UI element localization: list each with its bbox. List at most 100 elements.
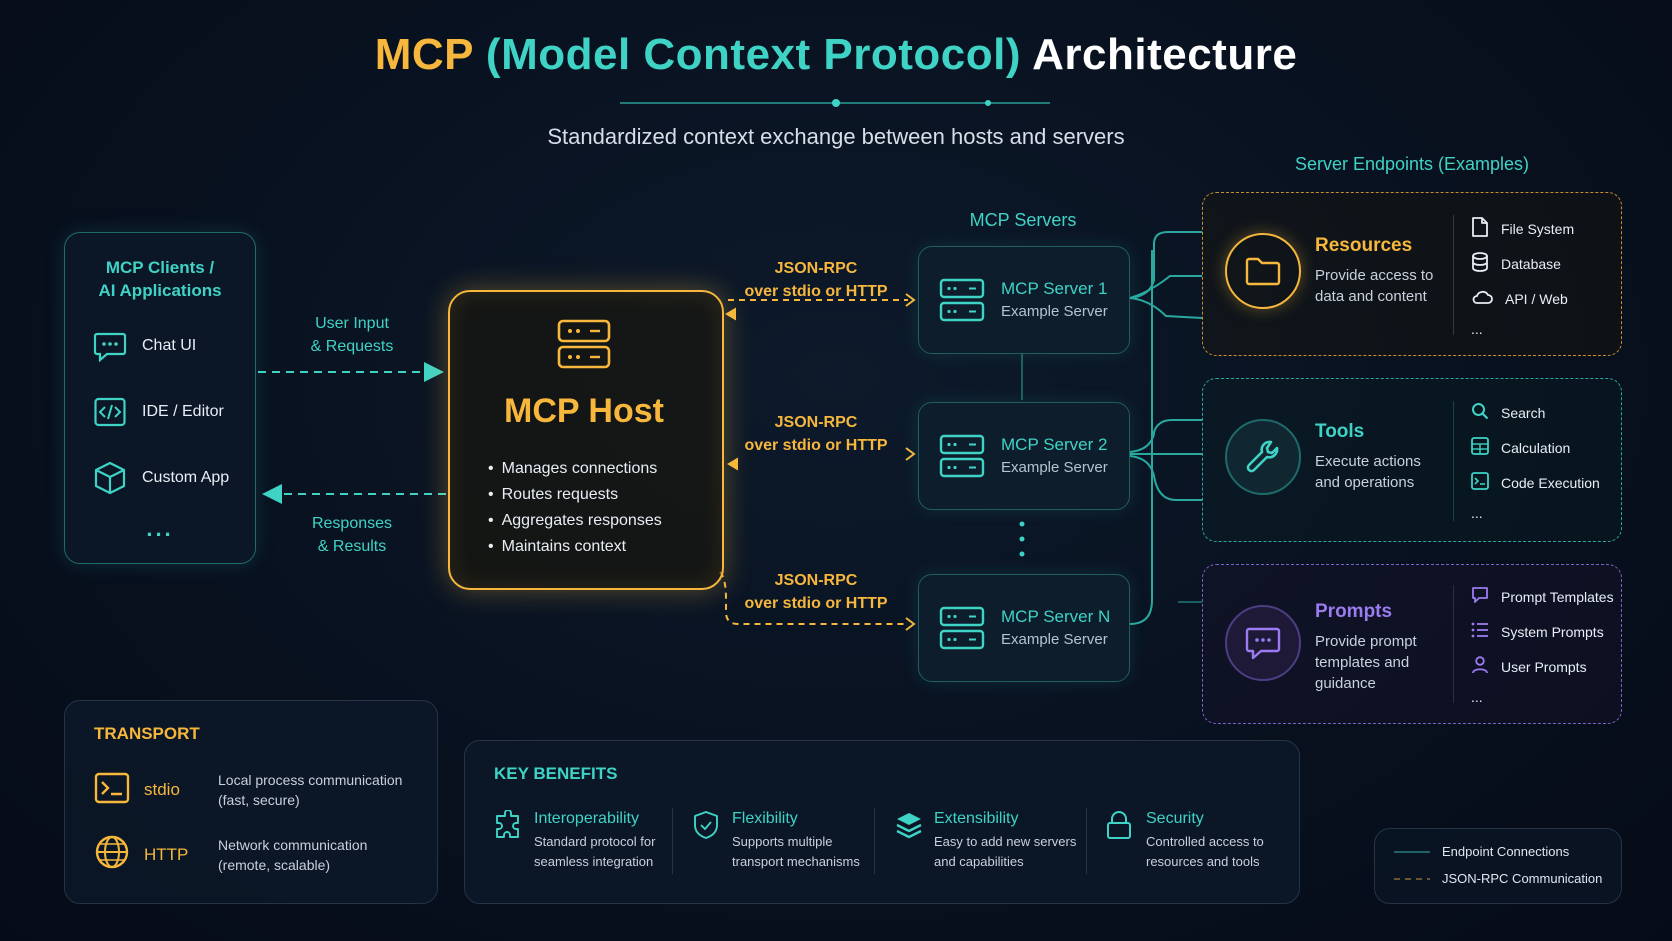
benefit-title: Security [1146,810,1204,827]
benefit-desc: seamless integration [534,854,654,869]
server-sub: Example Server [1001,631,1108,648]
resource-item-api-web[interactable]: API / Web [1471,281,1574,316]
resource-label: API / Web [1505,290,1568,307]
transport-desc: Network communication [218,836,368,853]
page-title: MCP (Model Context Protocol) Architectur… [0,30,1672,80]
resources-more: ... [1471,321,1483,337]
resources-panel[interactable]: Resources Provide access to data and con… [1202,192,1622,356]
legend-rpc-communication: JSON-RPC Communication [1442,871,1603,886]
resources-title: Resources [1315,235,1413,256]
server-name: MCP Server 2 [1001,435,1108,454]
prompts-title: Prompts [1315,601,1393,622]
endpoints-heading: Server Endpoints (Examples) [1294,154,1530,174]
clients-more: ... [146,516,174,541]
chat-icon [92,328,128,364]
rpc-label-2: JSON-RPC over stdio or HTTP [734,411,898,457]
search-icon [1471,402,1489,423]
rpc-line2: over stdio or HTTP [744,595,888,612]
prompt-label: User Prompts [1501,658,1587,675]
benefit-desc: Controlled access to [1146,834,1264,849]
client-label-chat: Chat UI [142,337,197,354]
tool-item-calculation[interactable]: Calculation [1471,430,1600,465]
benefit-desc: transport mechanisms [732,854,860,869]
benefit-desc: and capabilities [934,854,1024,869]
resource-item-file-system[interactable]: File System [1471,211,1574,246]
server-sub: Example Server [1001,459,1108,476]
puzzle-icon [494,809,534,872]
lock-icon [1106,810,1146,872]
transport-desc: (remote, scalable) [218,856,331,873]
rpc-line1: JSON-RPC [774,414,858,431]
prompt-label: Prompt Templates [1501,588,1614,605]
benefit-title: Interoperability [534,810,639,827]
request-label: User Input & Requests [282,312,422,358]
rpc-line2: over stdio or HTTP [744,437,888,454]
client-item-chat[interactable]: Chat UI [92,328,196,364]
server-icon [939,605,985,656]
page-subtitle: Standardized context exchange between ho… [547,124,1125,149]
message-square-icon [1471,586,1489,607]
prompt-label: System Prompts [1501,623,1604,640]
tools-desc: and operations [1315,474,1415,491]
list-icon [1471,622,1489,641]
server-card-n[interactable]: MCP Server N Example Server [918,574,1130,682]
tool-item-search[interactable]: Search [1471,395,1600,430]
prompts-more: ... [1471,689,1483,705]
clients-heading-line1: MCP Clients / [105,258,215,277]
server-name: MCP Server 1 [1001,279,1108,298]
legend-endpoint-connections: Endpoint Connections [1442,844,1570,859]
resource-label: Database [1501,255,1561,272]
client-label-custom-app: Custom App [142,469,230,486]
client-label-ide: IDE / Editor [142,403,224,420]
code-icon [92,394,128,430]
tools-desc: Execute actions [1315,453,1421,470]
globe-icon [94,834,134,875]
transport-heading: TRANSPORT [94,724,200,743]
host-title: MCP Host [504,392,664,430]
tool-label: Code Execution [1501,474,1600,491]
request-label-line1: User Input [315,315,389,332]
client-item-custom-app[interactable]: Custom App [92,460,229,496]
cloud-icon [1471,289,1493,308]
user-icon [1471,656,1489,677]
terminal-icon [1471,472,1489,493]
prompts-panel[interactable]: Prompts Provide prompt templates and gui… [1202,564,1622,724]
database-icon [1471,252,1489,275]
resource-item-database[interactable]: Database [1471,246,1574,281]
prompt-item-templates[interactable]: Prompt Templates [1471,579,1614,614]
message-icon [1225,605,1301,681]
prompt-item-user[interactable]: User Prompts [1471,649,1614,684]
tools-panel[interactable]: Tools Execute actions and operations Sea… [1202,378,1622,542]
server-card-2[interactable]: MCP Server 2 Example Server [918,402,1130,510]
title-architecture: Architecture [1032,30,1298,79]
server-card-1[interactable]: MCP Server 1 Example Server [918,246,1130,354]
client-item-ide[interactable]: IDE / Editor [92,394,224,430]
tool-item-code-execution[interactable]: Code Execution [1471,465,1600,500]
host-bullet: Aggregates responses [488,508,662,534]
rpc-line2: over stdio or HTTP [744,283,888,300]
resources-desc: data and content [1315,288,1427,305]
prompts-desc: guidance [1315,675,1376,692]
rpc-label-3: JSON-RPC over stdio or HTTP [734,569,898,615]
benefit-title: Flexibility [732,810,798,827]
clients-heading: MCP Clients / AI Applications [64,256,256,302]
transport-desc: (fast, secure) [218,792,300,808]
benefit-security: Security Controlled access to resources … [1106,810,1264,872]
benefit-desc: Easy to add new servers [934,834,1077,849]
server-name: MCP Server N [1001,607,1111,626]
response-label-line1: Responses [311,515,393,532]
rpc-line1: JSON-RPC [774,260,858,277]
benefit-desc: Supports multiple [732,834,833,849]
tool-label: Search [1501,404,1546,421]
host-bullet: Maintains context [488,534,662,560]
title-protocol: (Model Context Protocol) [485,30,1022,79]
cube-icon [92,460,128,496]
folder-icon [1225,233,1301,309]
benefit-desc: Standard protocol for [534,834,656,849]
tool-label: Calculation [1501,439,1571,456]
prompt-item-system[interactable]: System Prompts [1471,614,1614,649]
request-label-line2: & Requests [310,338,394,355]
benefit-extensibility: Extensibility Easy to add new servers an… [894,810,1076,872]
shield-icon [692,810,732,872]
file-icon [1471,217,1489,240]
